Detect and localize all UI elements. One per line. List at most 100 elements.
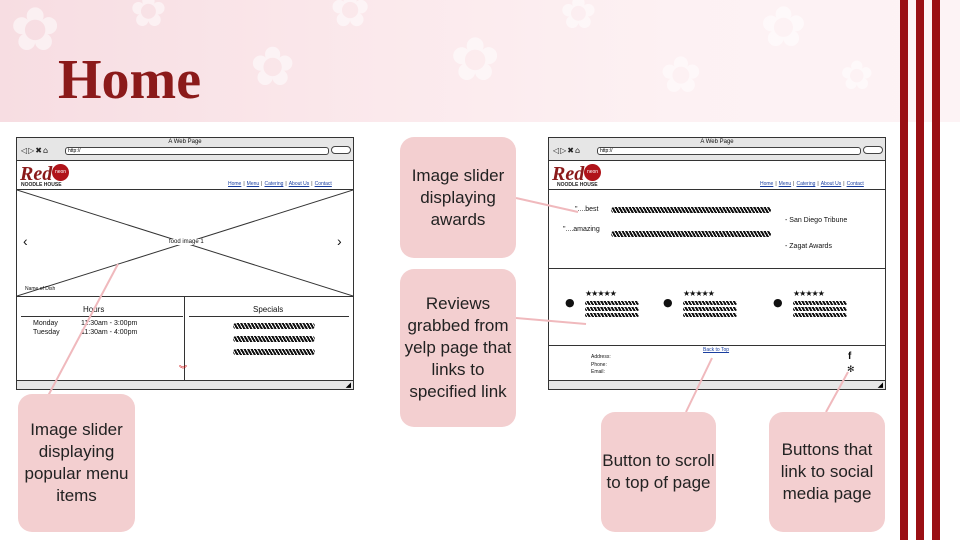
nav-catering[interactable]: Catering bbox=[796, 181, 816, 187]
facebook-icon[interactable]: f bbox=[848, 351, 852, 362]
divider bbox=[549, 189, 885, 190]
review-text-placeholder bbox=[793, 307, 847, 311]
reviewer-avatar-icon: ● bbox=[565, 296, 575, 309]
blossom-decoration: ✿ bbox=[330, 0, 371, 38]
award-text-placeholder bbox=[611, 231, 771, 237]
award-quote: "....amazing bbox=[563, 226, 600, 233]
award-source: - San Diego Tribune bbox=[785, 217, 848, 224]
hours-time: 11:30am - 4:00pm bbox=[81, 329, 138, 336]
back-to-top-link[interactable]: Back to Top bbox=[703, 347, 730, 353]
slider-caption: Name of Dish bbox=[25, 286, 56, 292]
top-nav: Home|Menu|Catering|About Us|Contact bbox=[760, 181, 864, 187]
blossom-decoration: ✿ bbox=[660, 46, 702, 104]
divider bbox=[549, 345, 885, 346]
review-stars: ★★★★★ bbox=[585, 289, 617, 298]
slider-prev-arrow[interactable]: ‹ bbox=[23, 233, 28, 249]
browser-nav-icons[interactable]: ◁▷✖⌂ bbox=[21, 146, 50, 155]
search-field[interactable] bbox=[863, 146, 883, 154]
hours-day: Monday bbox=[33, 320, 58, 327]
callout-social: Buttons that link to social media page bbox=[769, 412, 885, 532]
blossom-decoration: ✿ bbox=[840, 53, 874, 99]
resize-icon[interactable]: ◢ bbox=[877, 382, 883, 389]
logo-badge: neon bbox=[52, 164, 69, 181]
header-banner: ✿ ✿ ✿ ✿ ✿ ✿ ✿ ✿ ✿ bbox=[0, 0, 960, 122]
specials-text-placeholder bbox=[233, 349, 315, 355]
logo-wordmark: Red bbox=[20, 163, 53, 185]
nav-contact[interactable]: Contact bbox=[846, 181, 864, 187]
nav-contact[interactable]: Contact bbox=[314, 181, 332, 187]
hours-day: Tuesday bbox=[33, 329, 60, 336]
reviewer-avatar-icon: ● bbox=[773, 296, 783, 309]
slider-next-arrow[interactable]: › bbox=[337, 233, 342, 249]
yelp-icon[interactable]: ✻ bbox=[847, 364, 855, 374]
review-stars: ★★★★★ bbox=[793, 289, 825, 298]
review-text-placeholder bbox=[585, 301, 639, 305]
blossom-decoration: ✿ bbox=[250, 35, 296, 98]
hours-time: 11:30am - 3:00pm bbox=[81, 320, 138, 327]
reviewer-avatar-icon: ● bbox=[663, 296, 673, 309]
specials-title: Specials bbox=[253, 305, 284, 314]
footer-address-label: Address: bbox=[591, 354, 611, 360]
column-divider bbox=[184, 296, 185, 380]
browser-nav-icons[interactable]: ◁▷✖⌂ bbox=[553, 146, 582, 155]
callout-scroll-top: Button to scroll to top of page bbox=[601, 412, 716, 532]
logo-wordmark: Red bbox=[552, 163, 585, 185]
divider bbox=[17, 189, 353, 190]
award-source: - Zagat Awards bbox=[785, 243, 832, 250]
logo-subtitle: NOODLE HOUSE bbox=[21, 182, 62, 188]
nav-menu[interactable]: Menu bbox=[778, 181, 792, 187]
connector-line bbox=[47, 263, 119, 397]
blossom-decoration: ✿ bbox=[760, 0, 807, 60]
connector-line bbox=[825, 371, 849, 413]
review-stars: ★★★★★ bbox=[683, 289, 715, 298]
specials-text-placeholder bbox=[233, 336, 315, 342]
review-text-placeholder bbox=[585, 307, 639, 311]
browser-toolbar: A Web Page ◁▷✖⌂ http:// bbox=[549, 138, 885, 161]
decorative-stripe bbox=[900, 0, 908, 540]
footer-phone-label: Phone: bbox=[591, 362, 607, 368]
nav-catering[interactable]: Catering bbox=[264, 181, 284, 187]
review-text-placeholder bbox=[793, 313, 847, 317]
callout-image-slider-menu: Image slider displaying popular menu ite… bbox=[18, 394, 135, 532]
specials-underline bbox=[189, 316, 349, 317]
hours-underline bbox=[21, 316, 183, 317]
review-text-placeholder bbox=[793, 301, 847, 305]
scroll-down-icon[interactable]: ︾ bbox=[179, 365, 187, 374]
browser-toolbar: A Web Page ◁▷✖⌂ http:// bbox=[17, 138, 353, 161]
url-field[interactable]: http:// bbox=[597, 147, 861, 155]
review-text-placeholder bbox=[683, 301, 737, 305]
resize-icon[interactable]: ◢ bbox=[345, 382, 351, 389]
url-field[interactable]: http:// bbox=[65, 147, 329, 155]
blossom-decoration: ✿ bbox=[10, 0, 61, 65]
award-quote: "....best bbox=[575, 206, 599, 213]
nav-home[interactable]: Home bbox=[228, 181, 242, 187]
home-wireframe-right: A Web Page ◁▷✖⌂ http:// Red neon NOODLE … bbox=[548, 137, 886, 390]
blossom-decoration: ✿ bbox=[130, 0, 167, 37]
footer-email-label: Email: bbox=[591, 369, 605, 375]
decorative-stripe bbox=[916, 0, 924, 540]
divider bbox=[549, 268, 885, 269]
review-text-placeholder bbox=[683, 307, 737, 311]
decorative-stripe bbox=[932, 0, 940, 540]
nav-home[interactable]: Home bbox=[760, 181, 774, 187]
callout-reviews: Reviews grabbed from yelp page that link… bbox=[400, 269, 516, 427]
logo-subtitle: NOODLE HOUSE bbox=[557, 182, 598, 188]
top-nav: Home|Menu|Catering|About Us|Contact bbox=[228, 181, 332, 187]
slide-title: Home bbox=[58, 49, 202, 111]
nav-about[interactable]: About Us bbox=[288, 181, 310, 187]
connector-line bbox=[515, 197, 579, 213]
review-text-placeholder bbox=[683, 313, 737, 317]
divider bbox=[17, 296, 353, 297]
blossom-decoration: ✿ bbox=[560, 0, 597, 39]
logo-badge: neon bbox=[584, 164, 601, 181]
window-title: A Web Page bbox=[168, 139, 202, 145]
slider-image-label: food image 1 bbox=[169, 239, 204, 245]
nav-about[interactable]: About Us bbox=[820, 181, 842, 187]
search-field[interactable] bbox=[331, 146, 351, 154]
nav-menu[interactable]: Menu bbox=[246, 181, 260, 187]
connector-line bbox=[515, 317, 587, 325]
specials-text-placeholder bbox=[233, 323, 315, 329]
callout-image-slider-awards: Image slider displaying awards bbox=[400, 137, 516, 258]
review-text-placeholder bbox=[585, 313, 639, 317]
